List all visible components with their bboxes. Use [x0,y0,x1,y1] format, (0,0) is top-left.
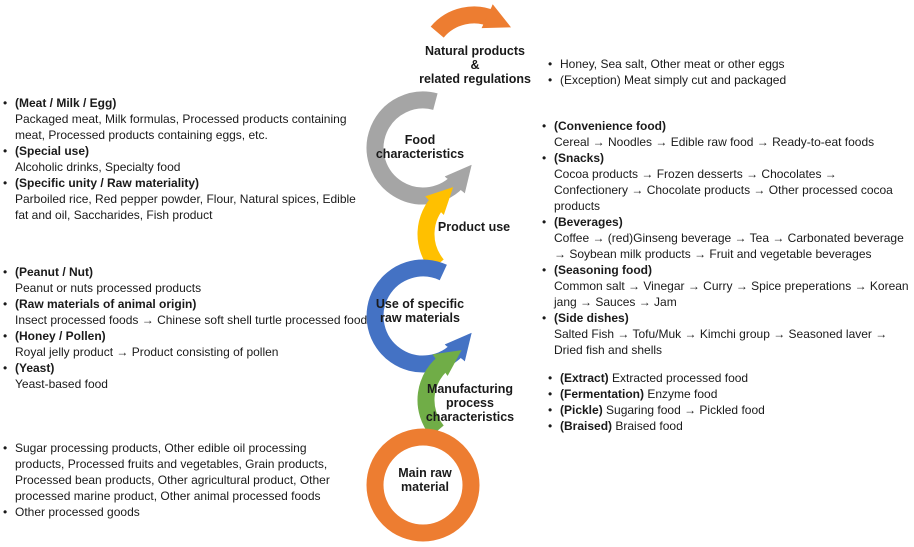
item-heading: (Meat / Milk / Egg) [15,96,117,110]
item-text: Extracted processed food [612,371,749,385]
list-item: (Beverages) Coffee → (red)Ginseng beverag… [541,214,911,262]
item-text: Coffee → (red)Ginseng beverage → Tea → C… [554,231,904,261]
list-item: (Special use) Alcoholic drinks, Specialty… [2,143,362,175]
stage-label-line: & [470,58,480,72]
list-item: (Specific unity / Raw materiality) Parboi… [2,175,362,223]
item-heading: (Special use) [15,144,90,158]
item-text: Enzyme food [647,387,718,401]
list-item: (Yeast) Yeast-based food [2,360,377,392]
item-heading: (Specific unity / Raw materiality) [15,176,200,190]
item-text: Cereal → Noodles → Edible raw food → Rea… [554,135,875,149]
arc-product-use [417,187,454,271]
item-heading: (Extract) [560,371,609,385]
list-item: (Peanut / Nut) Peanut or nuts processed p… [2,264,377,296]
stage-label-line: Product use [437,220,511,234]
arc-natural-products [430,4,512,38]
arc-manufacturing [417,350,462,437]
item-text: Sugaring food → Pickled food [606,403,765,417]
stage-label-line: Food [404,133,436,147]
item-text: Insect processed foods → Chinese soft sh… [15,313,368,327]
item-text: Salted Fish → Tofu/Muk → Kimchi group → … [554,327,888,357]
item-heading: (Honey / Pollen) [15,329,106,343]
product-use-list: (Convenience food) Cereal → Noodles → Edi… [541,118,911,358]
list-item: (Raw materials of animal origin) Insect p… [2,296,377,328]
main-raw-material-list: Sugar processing products, Other edible … [2,440,337,520]
stage-label-line: process [446,396,494,410]
item-text: (Exception) Meat simply cut and packaged [560,73,787,87]
item-text: Peanut or nuts processed products [15,281,202,295]
list-item: (Honey / Pollen) Royal jelly product → Pr… [2,328,377,360]
item-heading: (Beverages) [554,215,623,229]
item-text: Packaged meat, Milk formulas, Processed … [15,112,347,142]
item-text: Yeast-based food [15,377,108,391]
list-item: Honey, Sea salt, Other meat or other egg… [547,56,907,72]
list-item: (Seasoning food) Common salt → Vinegar → … [541,262,911,310]
natural-products-list: Honey, Sea salt, Other meat or other egg… [547,56,907,88]
item-heading: (Fermentation) [560,387,644,401]
item-text: Sugar processing products, Other edible … [15,441,330,503]
list-item: Other processed goods [2,504,337,520]
stage-label-line: raw materials [380,311,460,325]
item-heading: (Side dishes) [554,311,629,325]
list-item: (Snacks) Cocoa products → Frozen desserts… [541,150,911,214]
stage-label-line: characteristics [375,147,465,161]
item-text: Braised food [615,419,683,433]
item-heading: (Seasoning food) [554,263,652,277]
item-text: Parboiled rice, Red pepper powder, Flour… [15,192,356,222]
list-item: (Side dishes) Salted Fish → Tofu/Muk → Ki… [541,310,911,358]
list-item: (Fermentation) Enzyme food [547,386,907,402]
specific-raw-materials-list: (Peanut / Nut) Peanut or nuts processed p… [2,264,377,392]
item-heading: (Pickle) [560,403,603,417]
stage-label-line: Manufacturing [426,382,514,396]
list-item: (Meat / Milk / Egg) Packaged meat, Milk f… [2,95,362,143]
item-heading: (Peanut / Nut) [15,265,93,279]
stage-label-line: Main raw [398,466,452,480]
stage-label-line: related regulations [419,72,531,86]
item-text: Cocoa products → Frozen desserts → Choco… [554,167,893,213]
manufacturing-process-list: (Extract) Extracted processed food(Ferme… [547,370,907,434]
list-item: (Extract) Extracted processed food [547,370,907,386]
item-heading: (Raw materials of animal origin) [15,297,197,311]
item-heading: (Braised) [560,419,613,433]
item-heading: (Snacks) [554,151,605,165]
list-item: (Convenience food) Cereal → Noodles → Edi… [541,118,911,150]
list-item: Sugar processing products, Other edible … [2,440,337,504]
list-item: (Pickle) Sugaring food → Pickled food [547,402,907,418]
item-text: Other processed goods [15,505,140,519]
stage-label-line: Use of specific [375,297,465,311]
arc-main-raw [366,428,480,542]
item-heading: (Yeast) [15,361,55,375]
stage-label-line: Natural products [424,44,525,58]
stage-label-line: characteristics [425,410,515,424]
stage-product-use: Product use [404,220,544,234]
item-heading: (Convenience food) [554,119,667,133]
stage-label-line: material [401,480,449,494]
item-text: Alcoholic drinks, Specialty food [15,160,181,174]
list-item: (Exception) Meat simply cut and packaged [547,72,907,88]
list-item: (Braised) Braised food [547,418,907,434]
item-text: Common salt → Vinegar → Curry → Spice pr… [554,279,909,309]
stage-natural-products: Natural products&related regulations [405,44,545,86]
food-characteristics-list: (Meat / Milk / Egg) Packaged meat, Milk f… [2,95,362,223]
item-text: Honey, Sea salt, Other meat or other egg… [560,57,785,71]
item-text: Royal jelly product → Product consisting… [15,345,279,359]
